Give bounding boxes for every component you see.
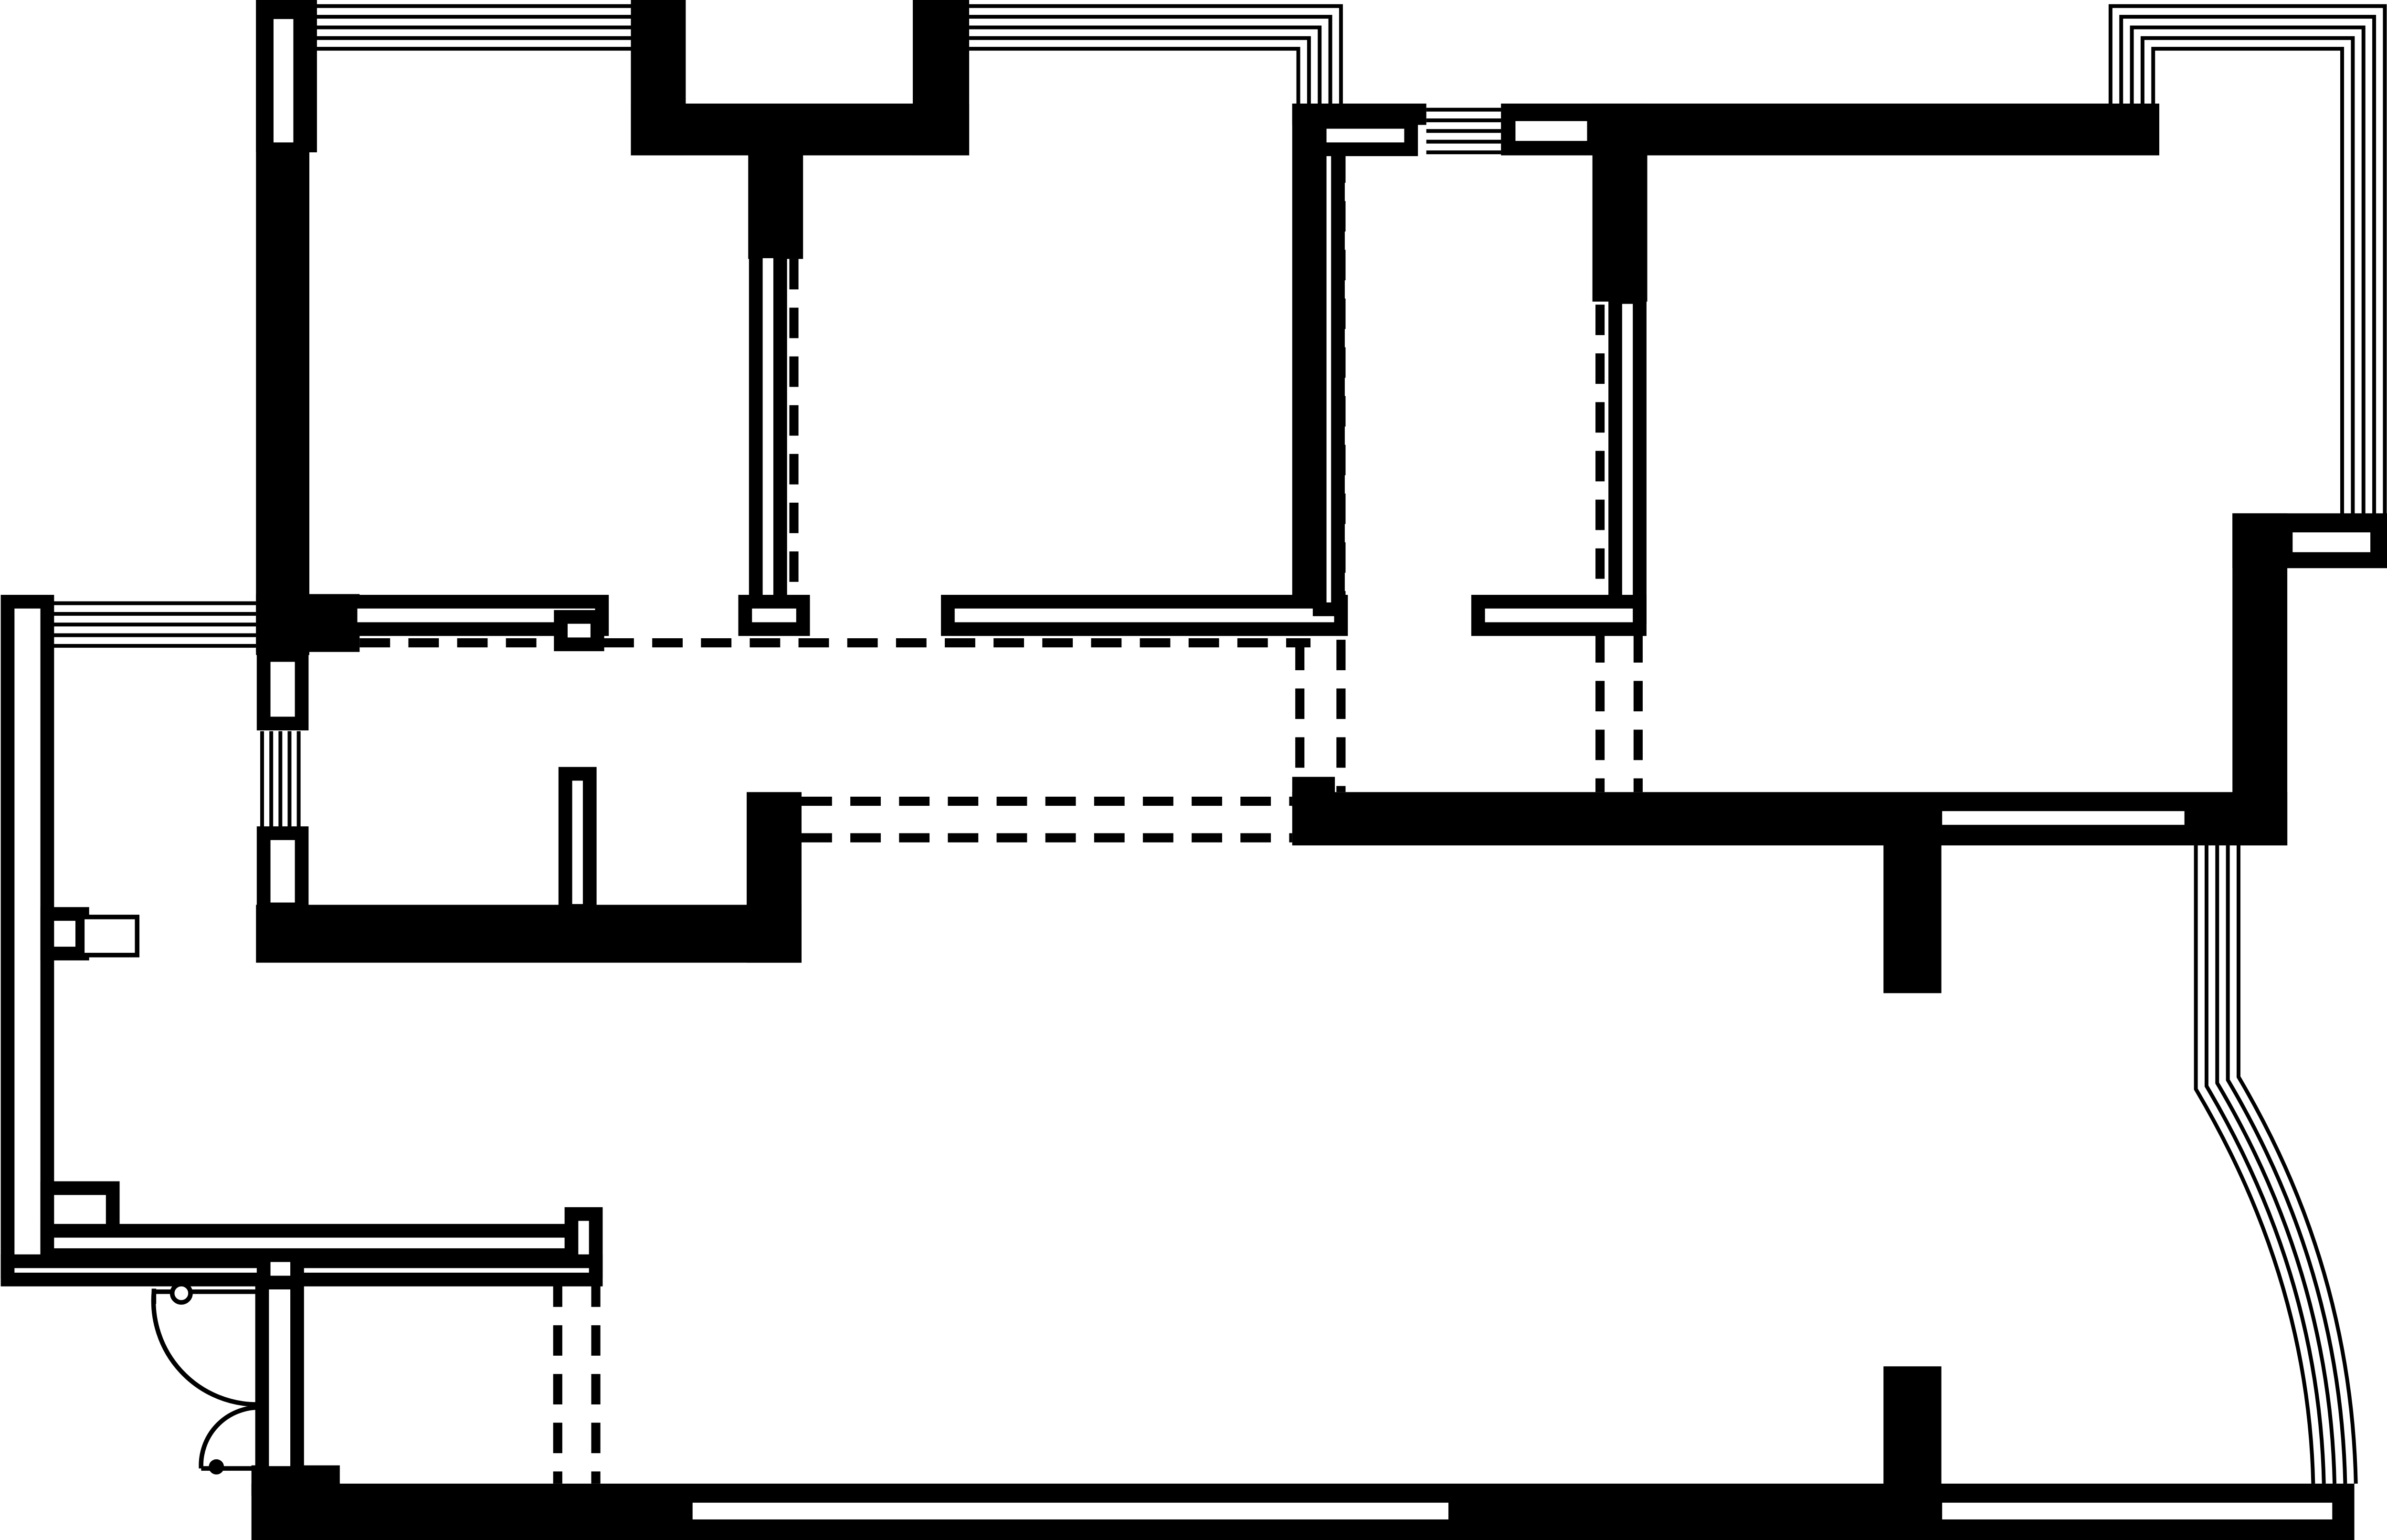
wall-room3-top [1312, 115, 1418, 157]
wall-bottom-slot-left [679, 1489, 1462, 1533]
wall-south-ledge [40, 1224, 595, 1262]
wall-hall-stub [558, 767, 597, 918]
wall-corridor-node [256, 594, 360, 652]
wall-bottom-slot-right [1928, 1489, 2346, 1533]
hinge-icon [209, 1459, 224, 1475]
column-lower [1883, 1366, 1942, 1488]
wall-room4-top [1501, 107, 1601, 155]
window-east-curved [2194, 845, 2358, 1484]
wall-room2-east [1292, 103, 1314, 629]
wall-nw-slot [260, 5, 307, 157]
wall-room4-west [1592, 103, 1648, 302]
external-box [80, 915, 140, 958]
wall-partition-1-top [748, 152, 803, 259]
wall-east-cap-slot [2279, 518, 2384, 566]
wall-partition-1 [749, 244, 787, 624]
wall-east [2232, 513, 2288, 845]
wall-mid-slot [1928, 797, 2198, 839]
window-top-left [312, 4, 631, 51]
wall-west-bottom [0, 1254, 271, 1287]
wall-middle-stub [1292, 777, 1335, 808]
wall-entry-jamb [255, 1276, 304, 1480]
window-glazing [53, 4, 2387, 1484]
wall-hall-bottom [256, 905, 802, 963]
hinge-icon [169, 1282, 193, 1305]
wall-room2-south [941, 595, 1348, 636]
wall-room4-south [1471, 595, 1647, 636]
wall-corridor-post-lower [256, 826, 309, 917]
entry-door-large [151, 1288, 263, 1407]
wall-room4-inner [1608, 290, 1647, 624]
window-top-right [2108, 4, 2387, 518]
window-corridor [260, 731, 301, 831]
wall-corridor-post-upper [256, 648, 309, 731]
wall-partition-1-foot [738, 595, 810, 636]
door-swings [151, 1288, 263, 1471]
wall-west-niche [40, 907, 89, 960]
entry-door-small [199, 1405, 263, 1471]
window-top-small [1426, 107, 1501, 155]
wall-room2-inner [1312, 137, 1345, 616]
dashed-openings [359, 152, 1643, 1484]
hollow-walls [0, 5, 2384, 1533]
wall-west-bottom-right [290, 1254, 603, 1287]
wall-hall-east [747, 792, 802, 963]
door-hinges [169, 1282, 224, 1475]
column-upper [1883, 837, 1942, 993]
window-top-middle [969, 4, 1343, 104]
wall-top-right-stub [912, 0, 970, 156]
window-west-upper [53, 601, 256, 648]
